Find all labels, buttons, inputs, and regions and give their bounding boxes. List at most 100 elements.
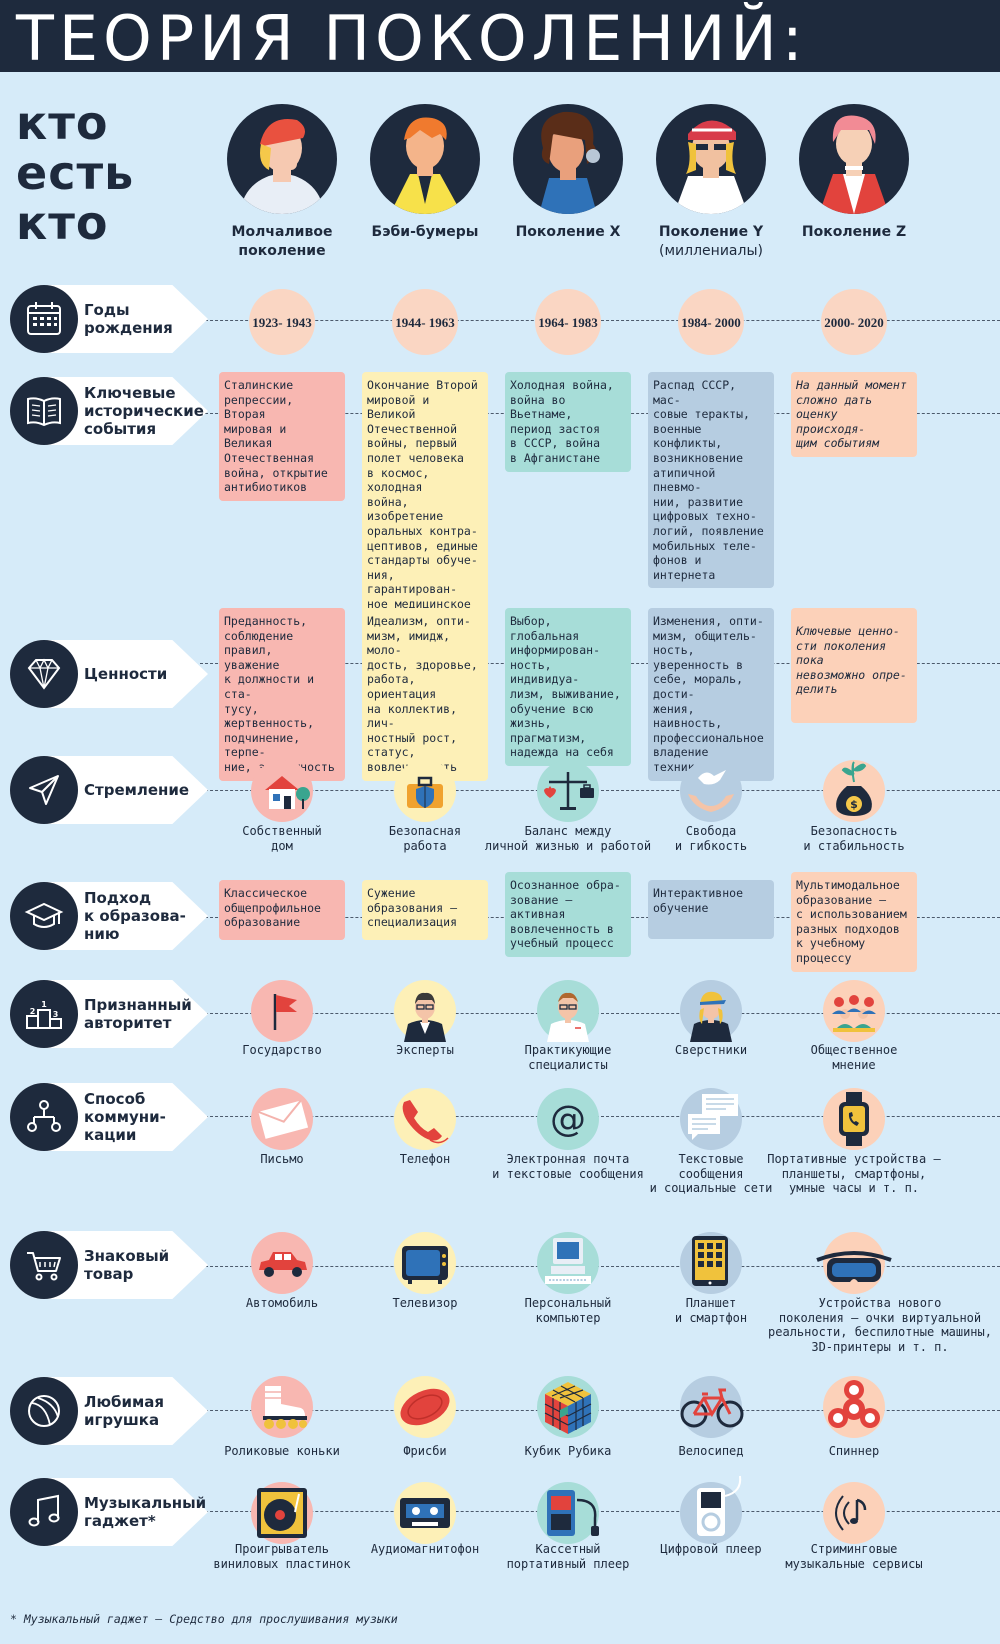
music-caption-boomers: Аудиомагнитофон xyxy=(370,1542,480,1556)
bicycle-icon xyxy=(680,1376,744,1438)
row-label-text: Годы рождения xyxy=(84,301,173,337)
row-label-goods: Знаковый товар xyxy=(10,1231,208,1299)
goods-caption-z: Устройства нового поколения – очки вирту… xyxy=(768,1296,992,1354)
generation-column-silent: Молчаливое поколение xyxy=(207,104,357,261)
communication-caption-silent: Письмо xyxy=(260,1152,304,1166)
generation-name: Поколение Y xyxy=(658,224,764,240)
roller-skate-icon xyxy=(251,1376,313,1438)
aspiration-caption-x: Баланс между личной жизнью и работой xyxy=(484,824,652,853)
row-label-text: Ключевые исторические события xyxy=(84,384,204,438)
rubik-cube-icon xyxy=(537,1376,599,1438)
music-caption-z: Стриминговые музыкальные сервисы xyxy=(785,1542,923,1571)
specialist-icon xyxy=(537,980,599,1042)
goods-caption-y: Планшет и смартфон xyxy=(674,1296,748,1325)
music-caption-x: Кассетный портативный плеер xyxy=(506,1542,630,1571)
generation-x-avatar xyxy=(513,104,623,214)
svg-text:$: $ xyxy=(850,798,858,811)
generation-y-avatar xyxy=(656,104,766,214)
crowd-icon xyxy=(823,980,885,1042)
podium-icon: 12 3 xyxy=(26,1000,62,1029)
aspiration-caption-boomers: Безопасная работа xyxy=(388,824,462,853)
tv-icon xyxy=(394,1232,456,1294)
birth-years-silent: 1923- 1943 xyxy=(249,289,315,355)
row-divider xyxy=(200,1511,1000,1512)
row-label-text: Ценности xyxy=(84,665,168,683)
events-z: На данный момент сложно дать оценку прои… xyxy=(791,372,917,457)
birth-years-z: 2000- 2020 xyxy=(821,289,887,355)
row-label-text: Знаковый товар xyxy=(84,1247,170,1283)
tablet-icon xyxy=(680,1232,742,1294)
cassette-recorder-icon xyxy=(394,1482,456,1544)
communication-caption-boomers: Телефон xyxy=(399,1152,451,1166)
row-label-birth: Годы рождения xyxy=(10,285,208,353)
vinyl-player-icon xyxy=(251,1482,313,1544)
book-icon xyxy=(27,397,61,427)
events-boomers: Окончание Второй мировой и Великой Отече… xyxy=(362,372,488,647)
education-boomers: Сужение образования – специализация xyxy=(362,880,488,940)
toy-caption-y: Велосипед xyxy=(678,1444,744,1458)
aspiration-caption-silent: Собственный дом xyxy=(242,824,322,853)
goods-caption-boomers: Телевизор xyxy=(392,1296,458,1310)
subtitle-line: кто xyxy=(16,96,109,150)
toy-caption-x: Кубик Рубика xyxy=(524,1444,612,1458)
toy-caption-silent: Роликовые коньки xyxy=(224,1444,340,1458)
generation-name: Поколение X xyxy=(515,224,621,240)
birth-years-y: 1984- 2000 xyxy=(678,289,744,355)
briefcase-shield-icon xyxy=(394,760,456,822)
music-caption-silent: Проигрыватель виниловых пластинок xyxy=(213,1542,351,1571)
scales-icon xyxy=(537,760,599,822)
network-icon xyxy=(27,1100,61,1132)
car-icon xyxy=(251,1232,313,1294)
page-title: ТЕОРИЯ ПОКОЛЕНИЙ: xyxy=(16,2,808,75)
row-label-text: Стремление xyxy=(84,781,190,799)
education-x: Осознанное обра- зование – активная вовл… xyxy=(505,872,631,957)
ball-icon xyxy=(28,1395,60,1427)
vr-headset-icon xyxy=(816,1232,892,1294)
row-label-music: Музыкальный гаджет* xyxy=(10,1478,208,1546)
generation-column-z: Поколение Z xyxy=(779,104,929,242)
values-boomers: Идеализм, опти- мизм, имидж, моло- дость… xyxy=(362,608,488,781)
row-label-values: Ценности xyxy=(10,640,208,708)
events-y: Распад СССР, мас- совые теракты, военные… xyxy=(648,372,774,589)
svg-text:@: @ xyxy=(550,1099,586,1140)
svg-text:2: 2 xyxy=(30,1007,36,1016)
house-icon xyxy=(251,760,313,822)
row-label-text: Признанный авторитет xyxy=(84,996,192,1032)
generation-name: Поколение Z xyxy=(801,224,907,240)
values-silent: Преданность, соблюдение правил, уважение… xyxy=(219,608,345,781)
education-silent: Классическое общепрофильное образование xyxy=(219,880,345,940)
authority-caption-z: Общественное мнение xyxy=(810,1043,898,1072)
flag-icon xyxy=(251,980,313,1042)
music-caption-y: Цифровой плеер xyxy=(660,1542,762,1556)
row-label-toy: Любимая игрушка xyxy=(10,1377,208,1445)
birth-years-x: 1964- 1983 xyxy=(535,289,601,355)
generation-z-avatar xyxy=(799,104,909,214)
row-divider xyxy=(200,1266,1000,1267)
cart-icon xyxy=(27,1252,61,1281)
svg-text:3: 3 xyxy=(53,1010,59,1019)
row-label-aspiration: Стремление xyxy=(10,756,208,824)
birth-years-boomers: 1944- 1963 xyxy=(392,289,458,355)
subtitle-line: есть xyxy=(16,146,135,200)
education-y: Интерактивное обучение xyxy=(648,880,774,940)
chat-bubbles-icon xyxy=(680,1088,742,1150)
subtitle-line: кто xyxy=(16,196,109,250)
row-divider xyxy=(200,790,1000,791)
peer-icon xyxy=(680,980,742,1042)
communication-caption-y: Текстовые сообщения и социальные сети xyxy=(649,1152,773,1196)
aspiration-caption-z: Безопасность и стабильность xyxy=(803,824,905,853)
digital-player-icon xyxy=(680,1475,742,1544)
svg-text:1: 1 xyxy=(41,1000,47,1009)
goods-caption-x: Персональный компьютер xyxy=(524,1296,612,1325)
row-divider xyxy=(200,1116,1000,1117)
values-z: Ключевые ценно- сти поколения пока невоз… xyxy=(791,608,917,723)
toy-caption-z: Спиннер xyxy=(828,1444,880,1458)
generation-subtitle: (миллениалы) xyxy=(659,243,763,259)
communication-caption-z: Портативные устройства – планшеты, смарт… xyxy=(767,1152,941,1196)
authority-caption-silent: Государство xyxy=(242,1043,322,1057)
music-note-icon xyxy=(28,1494,60,1527)
education-z: Мультимодальное образование – с использо… xyxy=(791,872,917,972)
